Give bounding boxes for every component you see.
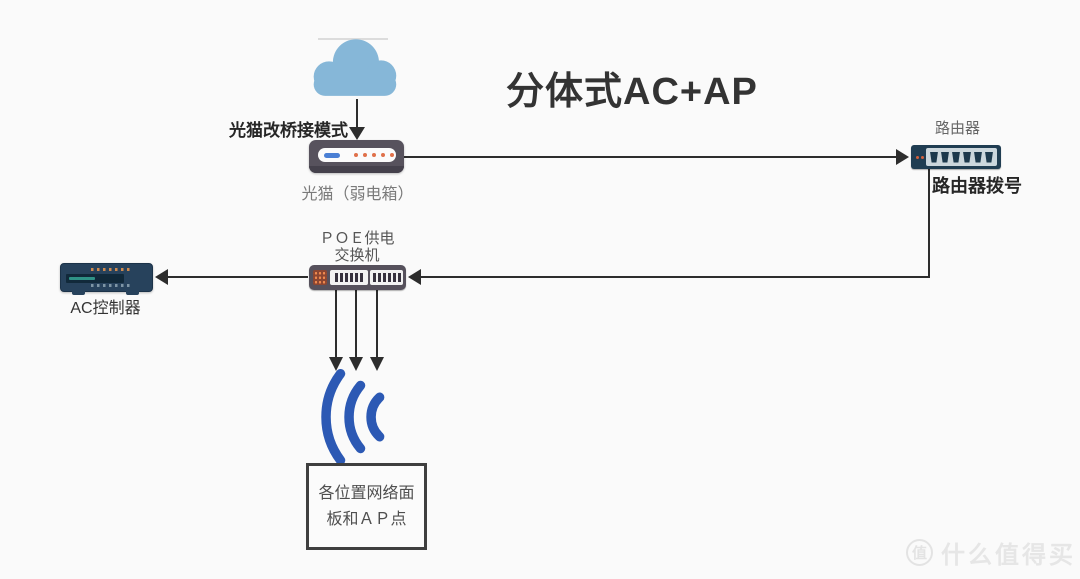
cloud-top-edge <box>318 38 388 40</box>
modem-to-router-arrow <box>404 149 909 165</box>
modem-device <box>309 140 404 173</box>
router-device <box>911 145 1001 169</box>
switch-to-ac-arrow <box>155 269 308 285</box>
modem-mode-label: 光猫改桥接模式 <box>229 121 348 140</box>
poe-switch-device <box>309 265 406 290</box>
modem-led-dots <box>354 153 394 157</box>
poe-switch-label-line2: 交换机 <box>334 247 380 264</box>
watermark: 值 什么值得买 <box>906 535 1076 570</box>
ac-foot-left <box>72 291 85 295</box>
switch-to-ap-arrow-1 <box>329 290 343 371</box>
ac-screen-bar <box>69 277 95 280</box>
router-led-dots <box>916 156 924 159</box>
modem-status-panel <box>318 148 396 162</box>
modem-footer <box>309 166 404 173</box>
cloud-to-modem-arrow <box>349 99 365 140</box>
router-to-switch-arrow <box>408 169 930 285</box>
modem-power-light <box>324 152 340 158</box>
ap-box-line2: 板和ＡＰ点 <box>326 510 407 528</box>
ac-controller-label: AC控制器 <box>70 300 141 317</box>
router-action-label: 路由器拨号 <box>932 176 1022 196</box>
poe-switch-label-line1: ＰＯＥ供电 <box>319 230 395 247</box>
switch-to-ap-arrow-2 <box>349 290 363 371</box>
router-ports <box>926 148 997 166</box>
switch-port-group-2 <box>370 270 403 285</box>
router-name-label: 路由器 <box>934 120 980 137</box>
watermark-badge: 值 <box>906 539 933 566</box>
ac-controller-device <box>60 263 153 292</box>
switch-port-group-1 <box>330 270 368 285</box>
switch-vent-grid <box>313 270 327 285</box>
poe-switch-label: ＰＯＥ供电 交换机 <box>298 230 416 264</box>
page-title: 分体式AC+AP <box>506 71 758 113</box>
wifi-signal-icon <box>321 368 385 466</box>
watermark-text: 什么值得买 <box>941 542 1076 569</box>
switch-to-ap-arrow-3 <box>370 290 384 371</box>
ac-foot-right <box>126 291 139 295</box>
ac-screen <box>66 274 124 283</box>
modem-name-label: 光猫（弱电箱） <box>301 186 414 203</box>
ac-led-row-bottom <box>91 284 133 287</box>
ap-box-line1: 各位置网络面 <box>318 484 415 502</box>
internet-cloud-icon <box>313 39 397 96</box>
ap-box: 各位置网络面 板和ＡＰ点 <box>306 463 427 550</box>
ac-led-row-top <box>91 268 133 271</box>
